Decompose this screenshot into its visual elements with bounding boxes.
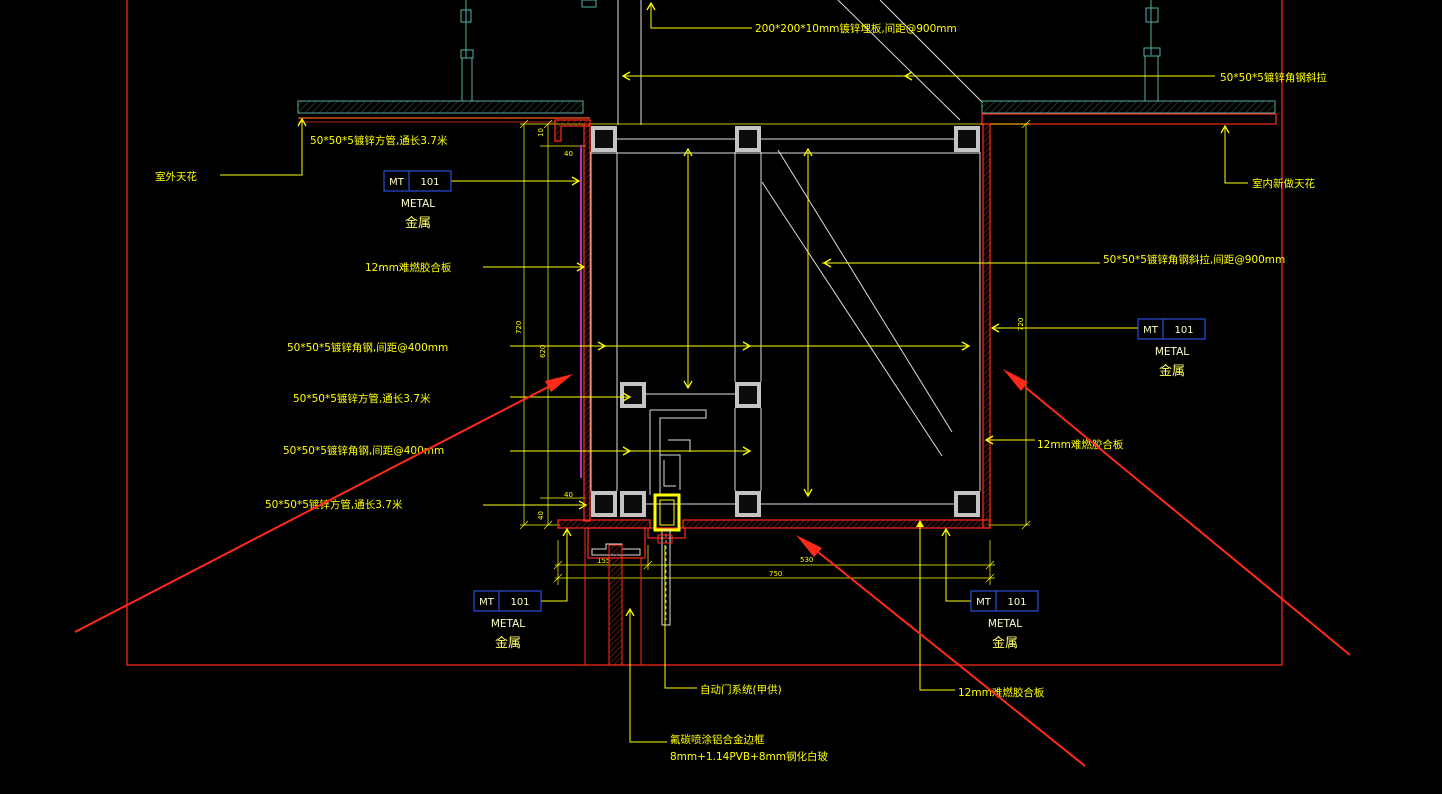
material-tag: MT 101 METAL 金属 — [383, 170, 452, 231]
square-tube — [735, 126, 761, 152]
tag-code: MT — [479, 597, 495, 608]
dim-cap: 10 — [537, 128, 545, 137]
label-tube-top: 50*50*5镀锌方管,通长3.7米 — [310, 134, 448, 147]
material-tag: MT 101 METAL 金属 — [1137, 318, 1206, 379]
soffit-right — [682, 519, 991, 529]
top-structure — [460, 0, 1161, 125]
embed-fixture — [581, 0, 597, 8]
dim-flange-bottom: 40 — [564, 491, 573, 499]
tag-code: MT — [976, 597, 992, 608]
dim-bottom-inner: 530 — [800, 556, 813, 564]
label-brace-right: 50*50*5镀锌角钢斜拉,间距@900mm — [1103, 253, 1285, 266]
square-tube — [591, 491, 617, 517]
label-tube-bottom: 50*50*5镀锌方管,通长3.7米 — [265, 498, 403, 511]
dim-height-outer: 720 — [515, 321, 523, 334]
label-auto-door: 自动门系统(甲供) — [700, 683, 782, 696]
label-plywood-right: 12mm难燃胶合板 — [1037, 438, 1124, 451]
door-operator — [660, 439, 691, 490]
dim-height-right: 720 — [1017, 318, 1025, 331]
drawing-border — [126, 0, 1283, 666]
label-glass: 8mm+1.14PVB+8mm钢化白玻 — [670, 750, 828, 763]
callout-arrow-right — [1003, 369, 1351, 656]
diagonal-brace — [837, 0, 961, 121]
tag-name-cn: 金属 — [405, 215, 431, 231]
label-angle-lower: 50*50*5镀锌角钢,间距@400mm — [283, 444, 444, 457]
door-track-profile — [649, 409, 707, 495]
glass-clamp — [657, 534, 673, 544]
dimension-values: 10 40 720 620 40 40 720 155 530 750 — [515, 128, 1025, 578]
tag-code: MT — [389, 177, 405, 188]
label-brace-top: 50*50*5镀锌角钢斜拉 — [1220, 71, 1327, 84]
tag-number: 101 — [510, 597, 529, 608]
steel-frame — [590, 126, 981, 517]
tag-name-en: METAL — [491, 618, 525, 630]
label-embed-plate: 200*200*10mm镀锌埋板,间距@900mm — [755, 22, 957, 35]
wall-right — [982, 123, 991, 529]
wall-left — [583, 123, 591, 522]
label-plywood-left: 12mm难燃胶合板 — [365, 261, 452, 274]
leader-lines — [220, 5, 1248, 743]
square-tube — [591, 126, 617, 152]
tag-name-en: METAL — [988, 618, 1022, 630]
tag-number: 101 — [1174, 325, 1193, 336]
tag-number: 101 — [420, 177, 439, 188]
door-assembly — [584, 409, 707, 666]
diagonal-brace — [879, 0, 983, 103]
square-tube — [620, 382, 646, 408]
tag-name-cn: 金属 — [992, 635, 1018, 651]
ceiling-right — [981, 100, 1277, 125]
ceiling-left — [297, 100, 590, 123]
label-indoor-ceiling: 室内新做天花 — [1252, 177, 1315, 190]
material-tag: MT 101 METAL 金属 — [473, 590, 542, 651]
material-tag: MT 101 METAL 金属 — [970, 590, 1039, 651]
dimension-lines — [519, 119, 1031, 585]
label-outdoor-ceiling: 室外天花 — [155, 170, 197, 183]
square-tube — [735, 491, 761, 517]
label-alu-frame: 氟碳喷涂铝合金边框 — [670, 733, 765, 746]
square-tube — [735, 382, 761, 408]
inner-diagonal-brace — [761, 181, 943, 457]
tag-code: MT — [1143, 325, 1159, 336]
arrow-mark — [916, 520, 924, 527]
callout-arrows — [74, 369, 1351, 767]
dim-bottom-total: 750 — [769, 570, 782, 578]
dim-flange-top: 40 — [564, 150, 573, 158]
label-plywood-bottom: 12mm难燃胶合板 — [958, 686, 1045, 699]
tag-number: 101 — [1007, 597, 1026, 608]
door-head-trim — [647, 527, 686, 539]
square-tube — [954, 126, 980, 152]
square-tube — [954, 491, 980, 517]
top-cap-left — [554, 119, 591, 142]
glass-panel — [661, 529, 671, 626]
label-tube-middle: 50*50*5镀锌方管,通长3.7米 — [293, 392, 431, 405]
callout-arrow-left — [74, 374, 573, 633]
hanger-left — [460, 0, 474, 102]
tag-name-cn: 金属 — [1159, 363, 1185, 379]
wall-shell — [554, 119, 991, 539]
annotation-labels: 200*200*10mm镀锌埋板,间距@900mm 50*50*5镀锌角钢斜拉 … — [155, 22, 1327, 763]
dim-height-inner: 620 — [539, 345, 547, 358]
square-tube — [620, 491, 646, 517]
door-frame-inner — [659, 499, 675, 526]
tag-name-en: METAL — [1155, 346, 1189, 358]
callout-arrow-bottom — [796, 535, 1086, 767]
soffit-left — [557, 519, 651, 529]
fixed-glass-frame — [608, 544, 623, 666]
tag-name-cn: 金属 — [495, 635, 521, 651]
dim-base: 40 — [537, 511, 545, 520]
inner-diagonal-brace — [777, 149, 953, 433]
tag-name-en: METAL — [401, 198, 435, 210]
hanger-right — [1143, 0, 1161, 102]
dim-door-offset: 155 — [597, 557, 610, 565]
label-angle-upper: 50*50*5镀锌角钢,间距@400mm — [287, 341, 448, 354]
